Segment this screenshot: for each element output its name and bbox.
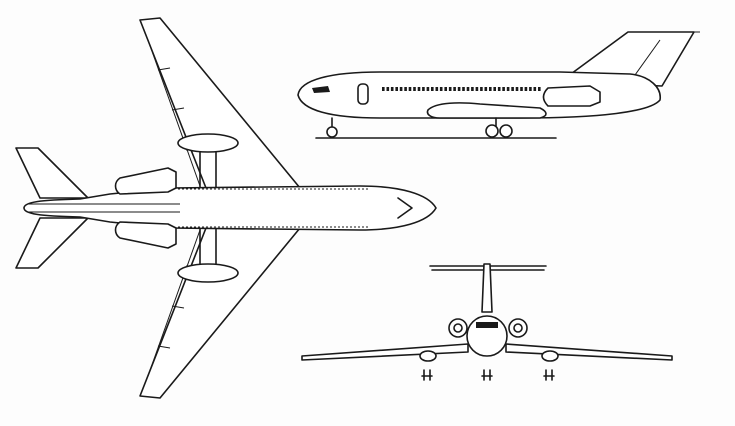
- side-view-window: [497, 87, 501, 91]
- side-view-window: [444, 87, 447, 91]
- side-view-window-row: [382, 87, 541, 91]
- side-view-rear-engine: [542, 85, 601, 107]
- side-view-window: [524, 87, 528, 91]
- side-view-window: [399, 87, 403, 91]
- top-view-lower-engine: [114, 221, 177, 249]
- front-view: [301, 263, 673, 381]
- top-view-pod-pylons: [199, 151, 217, 265]
- top-view-upper-wing: [139, 17, 301, 189]
- top-view-lower-wing: [139, 227, 301, 399]
- front-view-left-main-gear: [421, 369, 433, 381]
- top-view-upper-engine: [114, 167, 177, 195]
- side-view-window: [457, 87, 461, 91]
- front-view-nose-gear: [481, 369, 493, 381]
- side-view-window: [538, 87, 541, 91]
- top-view-upper-tailplane: [15, 147, 89, 199]
- side-view-window: [489, 87, 492, 91]
- side-view-window: [404, 87, 407, 91]
- top-view-lower-wing-pod: [177, 263, 239, 283]
- side-view-window: [493, 87, 496, 91]
- side-view-window: [417, 87, 421, 91]
- front-view-right-main-gear: [543, 369, 555, 381]
- side-view-window: [382, 87, 385, 91]
- side-view-window: [431, 87, 434, 91]
- side-view-window: [386, 87, 390, 91]
- top-view-cockpit-windscreen: [397, 197, 413, 219]
- side-view-window: [502, 87, 505, 91]
- side-view-window: [448, 87, 452, 91]
- front-view-fin: [481, 263, 493, 313]
- side-view-window: [435, 87, 439, 91]
- side-view: [297, 31, 700, 139]
- top-view-upper-wing-flap-line: [147, 39, 201, 187]
- top-view: [15, 17, 437, 399]
- side-view-window: [408, 87, 412, 91]
- side-view-window: [475, 87, 479, 91]
- side-view-window: [480, 87, 483, 91]
- side-view-window: [422, 87, 425, 91]
- side-view-nose-gear-wheel: [326, 126, 338, 138]
- side-view-window: [520, 87, 523, 91]
- side-view-wing-fairing: [426, 102, 547, 119]
- side-view-window: [515, 87, 519, 91]
- front-view-cockpit-windows: [476, 322, 498, 328]
- side-view-main-gear-wheel-front: [485, 124, 499, 138]
- front-view-left-pod: [419, 350, 437, 362]
- top-view-lower-wing-flap-line: [147, 229, 201, 377]
- side-view-window: [506, 87, 510, 91]
- front-view-right-wing: [505, 343, 673, 361]
- top-view-fuselage: [23, 185, 437, 231]
- side-view-window: [462, 87, 465, 91]
- side-view-window: [471, 87, 474, 91]
- side-view-window: [439, 87, 443, 91]
- side-view-window: [466, 87, 470, 91]
- side-view-passenger-door: [357, 83, 369, 105]
- side-view-window: [395, 87, 398, 91]
- front-view-left-wing: [301, 343, 469, 361]
- front-view-right-engine-intake: [513, 323, 523, 333]
- side-view-window: [533, 87, 537, 91]
- side-view-window: [413, 87, 416, 91]
- side-view-main-gear-wheel-rear: [499, 124, 513, 138]
- side-view-window: [511, 87, 514, 91]
- side-view-window: [390, 87, 394, 91]
- top-view-tail-cone: [28, 203, 180, 213]
- side-view-window: [426, 87, 430, 91]
- side-view-window: [529, 87, 532, 91]
- top-view-lower-tailplane: [15, 217, 89, 269]
- front-view-left-engine-intake: [453, 323, 463, 333]
- side-view-window: [453, 87, 456, 91]
- side-view-window: [484, 87, 488, 91]
- front-view-right-pod: [541, 350, 559, 362]
- top-view-upper-wing-pod: [177, 133, 239, 153]
- side-view-cockpit-window: [312, 86, 330, 93]
